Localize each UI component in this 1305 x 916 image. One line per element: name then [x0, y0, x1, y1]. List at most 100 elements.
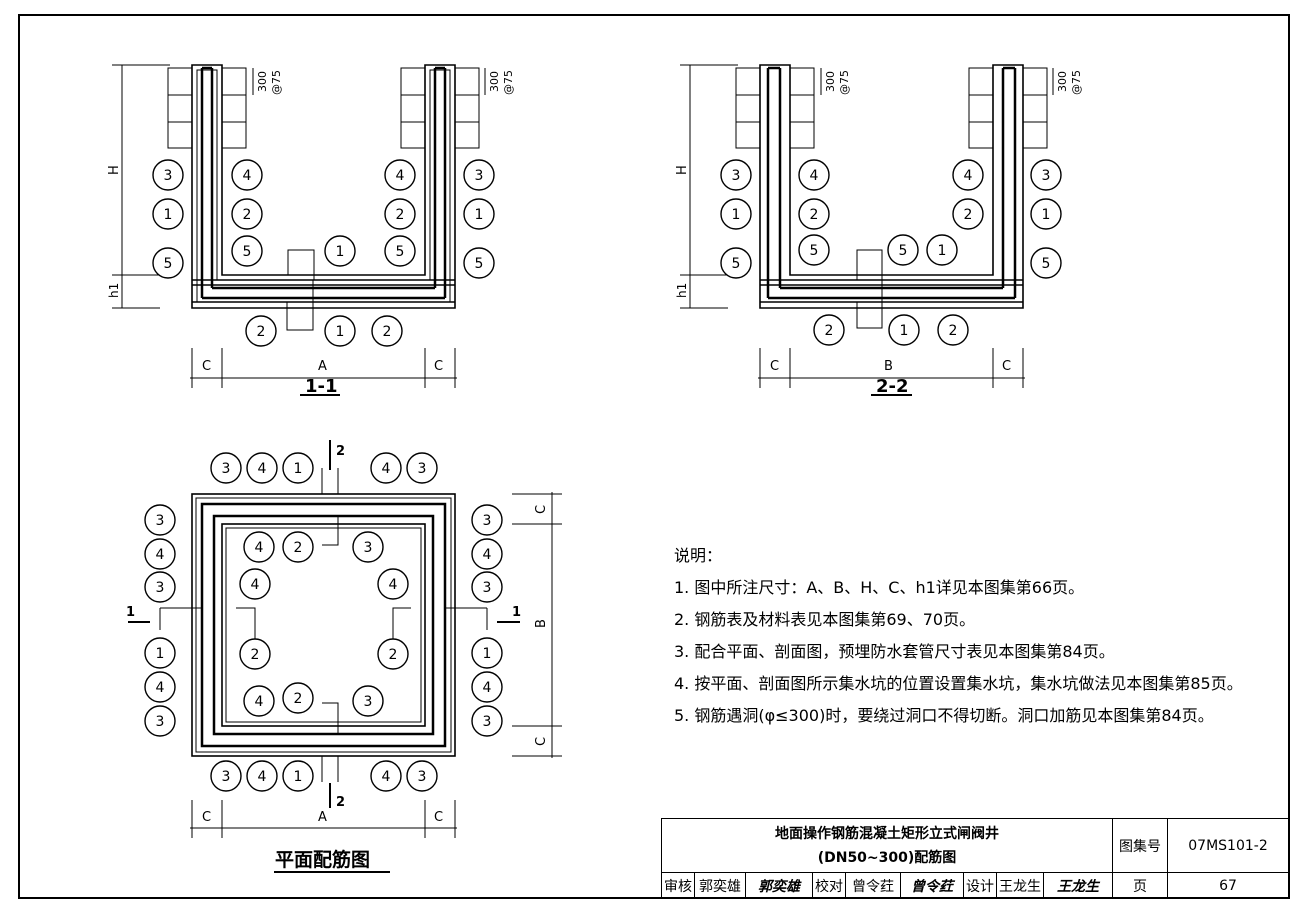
rebar-callout: 1 — [463, 198, 495, 230]
callout-number: 3 — [222, 461, 231, 477]
section-1-1-title: 1-1 — [305, 376, 338, 397]
callout-circle — [231, 159, 263, 191]
callout-number: 4 — [483, 680, 492, 696]
atlas-label: 图集号 — [1112, 818, 1168, 873]
callout-circle — [406, 760, 438, 792]
rebar-callout: 3 — [463, 159, 495, 191]
callout-number: 2 — [383, 324, 392, 340]
note-item: 1. 图中所注尺寸：A、B、H、C、h1详见本图集第66页。 — [674, 578, 1085, 597]
section-1-1 — [112, 64, 486, 396]
rebar-callout: 5 — [384, 235, 416, 267]
callout-number: 4 — [258, 461, 267, 477]
callout-circle — [463, 159, 495, 191]
plan-cut-1-right: 1 — [512, 605, 521, 620]
callout-circle — [231, 198, 263, 230]
rebar-callout: 1 — [1030, 198, 1062, 230]
callout-circle — [152, 159, 184, 191]
callout-number: 2 — [810, 207, 819, 223]
callout-number: 3 — [483, 580, 492, 596]
rebar-callout: 3 — [406, 452, 438, 484]
callout-circle — [239, 568, 271, 600]
callout-circle — [352, 685, 384, 717]
sec2-h1-label: h1 — [675, 283, 689, 298]
checker-name: 曾令荭 — [845, 872, 901, 899]
rebar-callout: 4 — [377, 568, 409, 600]
plan-cut-2-top: 2 — [336, 444, 345, 459]
callout-number: 3 — [483, 714, 492, 730]
callout-circle — [463, 247, 495, 279]
sec2-b-label: B — [884, 359, 893, 374]
rebar-callout: 2 — [813, 314, 845, 346]
note-item: 4. 按平面、剖面图所示集水坑的位置设置集水坑，集水坑做法见本图集第85页。 — [674, 674, 1243, 693]
sec2-75-left: @75 — [838, 70, 851, 95]
sec1-h-label: H — [107, 165, 122, 175]
rebar-callout: 5 — [152, 247, 184, 279]
callout-circle — [887, 234, 919, 266]
plan-cut-2-bottom: 2 — [336, 795, 345, 810]
callout-number: 1 — [336, 324, 345, 340]
callout-number: 2 — [251, 647, 260, 663]
atlas-number: 07MS101-2 — [1167, 818, 1289, 873]
rebar-callout: 2 — [377, 638, 409, 670]
callout-number: 3 — [222, 769, 231, 785]
designer-name: 王龙生 — [996, 872, 1044, 899]
notes-heading: 说明： — [674, 546, 723, 565]
callout-number: 4 — [156, 547, 165, 563]
rebar-callout: 2 — [937, 314, 969, 346]
rebar-callout: 1 — [282, 760, 314, 792]
sec1-75-left: @75 — [270, 70, 283, 95]
plan-c-left: C — [202, 810, 211, 825]
callout-number: 3 — [156, 714, 165, 730]
callout-circle — [282, 760, 314, 792]
rebar-callout: 3 — [352, 531, 384, 563]
rebar-callout: 1 — [144, 637, 176, 669]
sec1-h1-label: h1 — [107, 283, 121, 298]
callout-number: 2 — [964, 207, 973, 223]
callout-number: 5 — [732, 256, 741, 272]
callout-circle — [471, 705, 503, 737]
callout-number: 4 — [156, 680, 165, 696]
rebar-callout: 1 — [324, 235, 356, 267]
callout-number: 3 — [364, 694, 373, 710]
rebar-callout: 2 — [282, 682, 314, 714]
callout-circle — [324, 235, 356, 267]
plan-c-bottom: C — [534, 737, 549, 746]
sec1-75-right: @75 — [502, 70, 515, 95]
rebar-callout: 5 — [887, 234, 919, 266]
callout-number: 1 — [336, 244, 345, 260]
rebar-callout: 3 — [352, 685, 384, 717]
plan-title: 平面配筋图 — [275, 848, 370, 871]
callout-number: 1 — [475, 207, 484, 223]
callout-circle — [144, 671, 176, 703]
callout-number: 1 — [900, 323, 909, 339]
note-item: 3. 配合平面、剖面图，预埋防水套管尺寸表见本图集第84页。 — [674, 642, 1115, 661]
sec2-75-right: @75 — [1070, 70, 1083, 95]
rebar-callout: 4 — [246, 452, 278, 484]
plan-b-label: B — [534, 619, 549, 628]
page-number: 67 — [1167, 872, 1289, 899]
callout-number: 2 — [257, 324, 266, 340]
rebar-callout: 4 — [239, 568, 271, 600]
callout-number: 3 — [156, 513, 165, 529]
plan-cut-1-left: 1 — [126, 605, 135, 620]
rebar-callout: 3 — [144, 504, 176, 536]
callout-number: 3 — [156, 580, 165, 596]
callout-number: 2 — [825, 323, 834, 339]
rebar-callout: 1 — [471, 637, 503, 669]
callout-number: 3 — [732, 168, 741, 184]
note-item: 5. 钢筋遇洞(φ≤300)时，要绕过洞口不得切断。洞口加筋见本图集第84页。 — [674, 706, 1214, 725]
callout-circle — [798, 159, 830, 191]
callout-number: 1 — [1042, 207, 1051, 223]
rebar-callout: 5 — [720, 247, 752, 279]
callout-number: 3 — [364, 540, 373, 556]
callout-number: 4 — [258, 769, 267, 785]
rebar-callout: 5 — [231, 235, 263, 267]
sec1-300-right: 300 — [488, 71, 501, 92]
callout-number: 5 — [1042, 256, 1051, 272]
rebar-callout: 3 — [471, 705, 503, 737]
callout-circle — [471, 671, 503, 703]
rebar-callout: 1 — [324, 315, 356, 347]
callout-number: 5 — [899, 243, 908, 259]
rebar-callout: 3 — [720, 159, 752, 191]
